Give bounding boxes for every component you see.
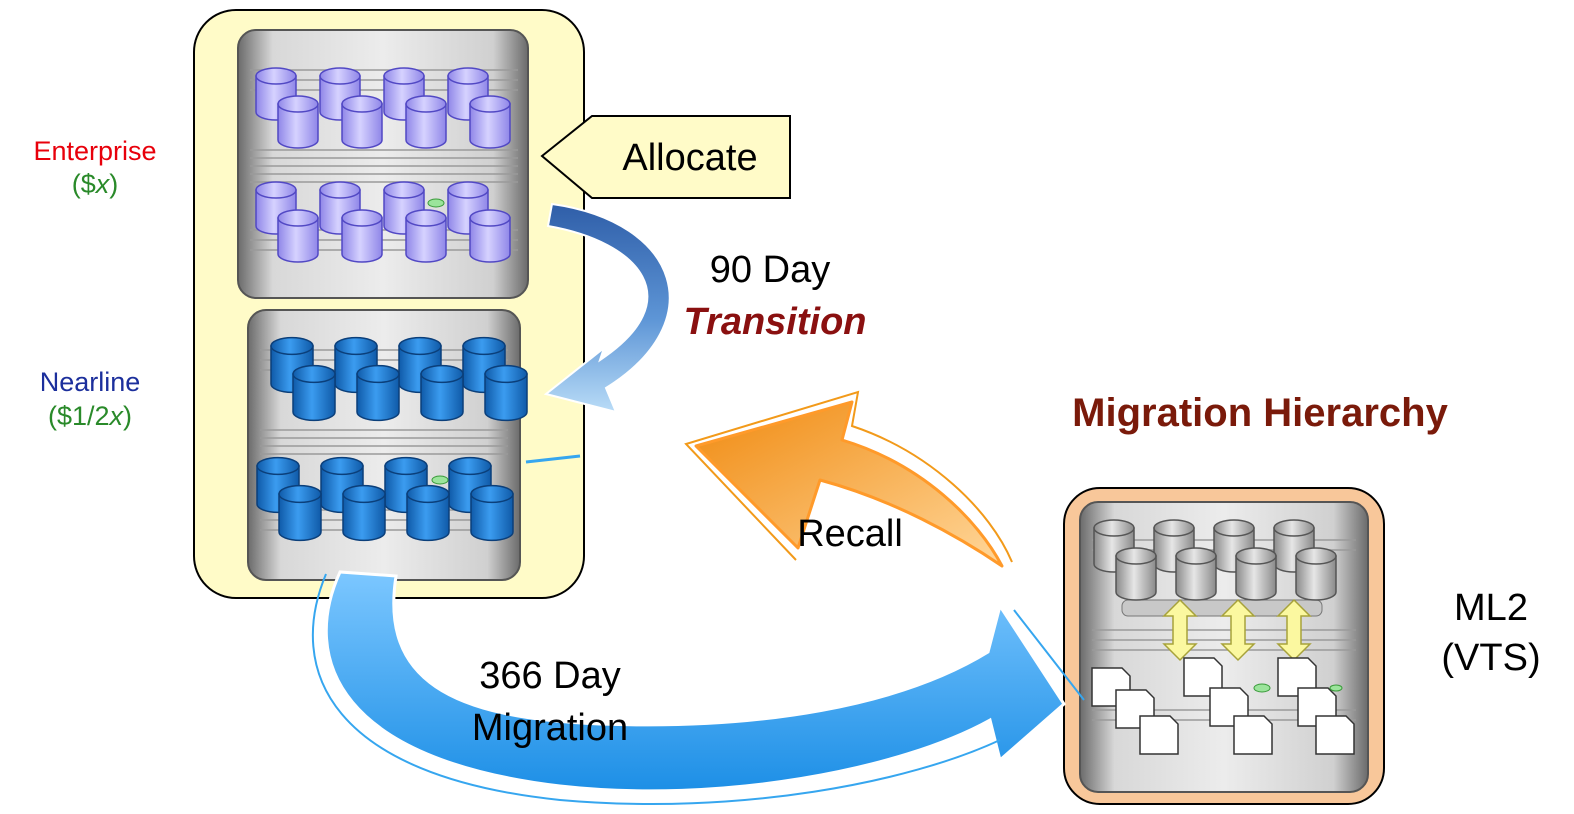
migration-arrow: [324, 570, 1066, 793]
enterprise-cost-prefix: ($: [71, 169, 96, 199]
migration-hierarchy-title: Migration Hierarchy: [1072, 391, 1448, 435]
disk-icon: [406, 484, 450, 542]
disk-icon: [1115, 547, 1157, 601]
allocate-label: Allocate: [622, 137, 758, 179]
enterprise-disk-rack: [237, 29, 529, 299]
transition-arrow: [543, 202, 671, 414]
disk-icon: [292, 364, 336, 422]
nearline-label: Nearline: [39, 367, 141, 397]
migration-word-label: Migration: [471, 707, 629, 749]
disk-icon: [277, 95, 319, 149]
migration-arrow-outline: [311, 573, 1001, 806]
recall-arrow-outline: [684, 390, 1013, 563]
allocate-callout: [540, 115, 791, 199]
migration-days-label: 366 Day: [479, 655, 621, 697]
disk-icon: [277, 209, 319, 263]
disk-icon: [420, 364, 464, 422]
nearline-disk-rack: [247, 309, 528, 581]
nearline-cost-prefix: ($1/2: [47, 401, 110, 431]
ml2-tape-rack: [1079, 501, 1369, 793]
disk-icon: [342, 484, 386, 542]
disk-icon: [278, 484, 322, 542]
recall-arrow: [694, 400, 1004, 568]
enterprise-label: Enterprise: [33, 136, 157, 166]
status-led-icon: [431, 475, 449, 485]
status-led-icon: [427, 198, 445, 208]
disk-icon: [341, 209, 383, 263]
tape-volume-icon: [1183, 657, 1223, 697]
nearline-cost-label: ($1/2x): [0, 400, 180, 432]
disk-icon: [356, 364, 400, 422]
ml2-sub-label: (VTS): [1441, 637, 1541, 679]
nearline-cost-var: x: [109, 401, 124, 431]
disk-icon: [484, 364, 528, 422]
transition-days-label: 90 Day: [709, 249, 831, 291]
tape-volume-icon: [1139, 715, 1179, 755]
double-arrow-icon: [1162, 598, 1198, 662]
disk-icon: [405, 209, 447, 263]
disk-icon: [469, 209, 511, 263]
disk-icon: [470, 484, 514, 542]
recall-label: Recall: [797, 513, 903, 555]
enterprise-cost-suffix: ): [109, 169, 119, 199]
status-led-icon: [1253, 683, 1271, 693]
disk-icon: [1295, 547, 1337, 601]
enterprise-cost-label: ($x): [10, 168, 180, 200]
tape-volume-icon: [1233, 715, 1273, 755]
double-arrow-icon: [1220, 598, 1256, 662]
transition-word-label: Transition: [683, 301, 867, 343]
disk-icon: [405, 95, 447, 149]
disk-icon: [469, 95, 511, 149]
disk-icon: [341, 95, 383, 149]
tape-volume-icon: [1315, 715, 1355, 755]
status-led-icon: [1329, 684, 1343, 692]
disk-icon: [1175, 547, 1217, 601]
disk-icon: [1235, 547, 1277, 601]
enterprise-cost-var: x: [95, 169, 110, 199]
migration-arrow-tail-line: [525, 454, 581, 464]
ml2-label: ML2: [1454, 587, 1528, 629]
migration-arrow-head-line: [1013, 609, 1085, 701]
tape-volume-icon: [1277, 657, 1317, 697]
nearline-cost-suffix: ): [123, 401, 133, 431]
